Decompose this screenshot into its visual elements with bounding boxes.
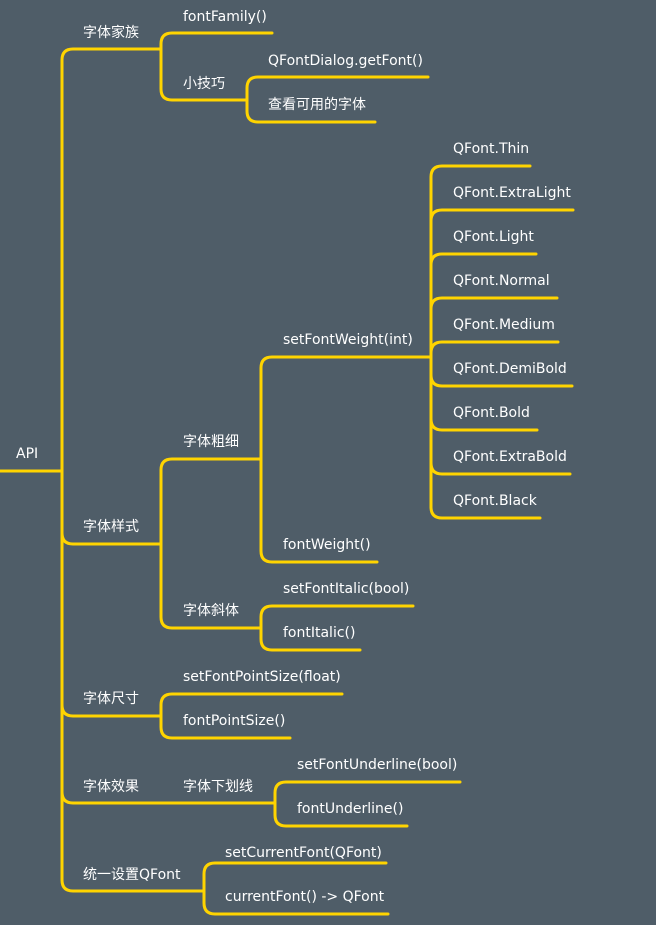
size-node-label: 字体尺寸 (83, 691, 139, 707)
italic-node-label: 字体斜体 (183, 603, 239, 619)
currentfont-method-label: currentFont() -> QFont (225, 889, 385, 905)
weight-constant-label: QFont.Normal (453, 273, 550, 289)
setfontpointsize-method-label: setFontPointSize(float) (183, 669, 341, 685)
weight-constant-label: QFont.Black (453, 493, 537, 509)
tips-node-label: 小技巧 (183, 76, 225, 92)
weight-constant-label: QFont.ExtraLight (453, 185, 571, 201)
weight-constant-label: QFont.Medium (453, 317, 555, 333)
setcurrentfont-method-label: setCurrentFont(QFont) (225, 845, 382, 861)
weight-node-label: 字体粗细 (183, 434, 239, 450)
weight-constant-label: QFont.ExtraBold (453, 449, 567, 465)
getfont-method-label: QFontDialog.getFont() (268, 53, 423, 69)
setfontweight-method-label: setFontWeight(int) (283, 332, 413, 348)
setfontitalic-method-label: setFontItalic(bool) (283, 581, 410, 597)
effect-node-label: 字体效果 (83, 779, 139, 795)
fontunderline-method-label: fontUnderline() (297, 801, 404, 817)
unified-node-label: 统一设置QFont (83, 867, 181, 883)
weight-constant-label: QFont.DemiBold (453, 361, 567, 377)
fontfamily-method-label: fontFamily() (183, 9, 267, 25)
fontpointsize-method-label: fontPointSize() (183, 713, 286, 729)
weight-constant-label: QFont.Bold (453, 405, 530, 421)
fontitalic-method-label: fontItalic() (283, 625, 356, 641)
available-fonts-label: 查看可用的字体 (268, 97, 366, 113)
weight-constant-label: QFont.Light (453, 229, 534, 245)
style-node-label: 字体样式 (83, 519, 139, 535)
root-node-label: API (16, 446, 39, 462)
fontweight-method-label: fontWeight() (283, 537, 371, 553)
weight-constant-label: QFont.Thin (453, 141, 530, 157)
family-node-label: 字体家族 (83, 25, 139, 41)
setfontunderline-method-label: setFontUnderline(bool) (297, 757, 458, 773)
underline-node-label: 字体下划线 (183, 779, 253, 795)
